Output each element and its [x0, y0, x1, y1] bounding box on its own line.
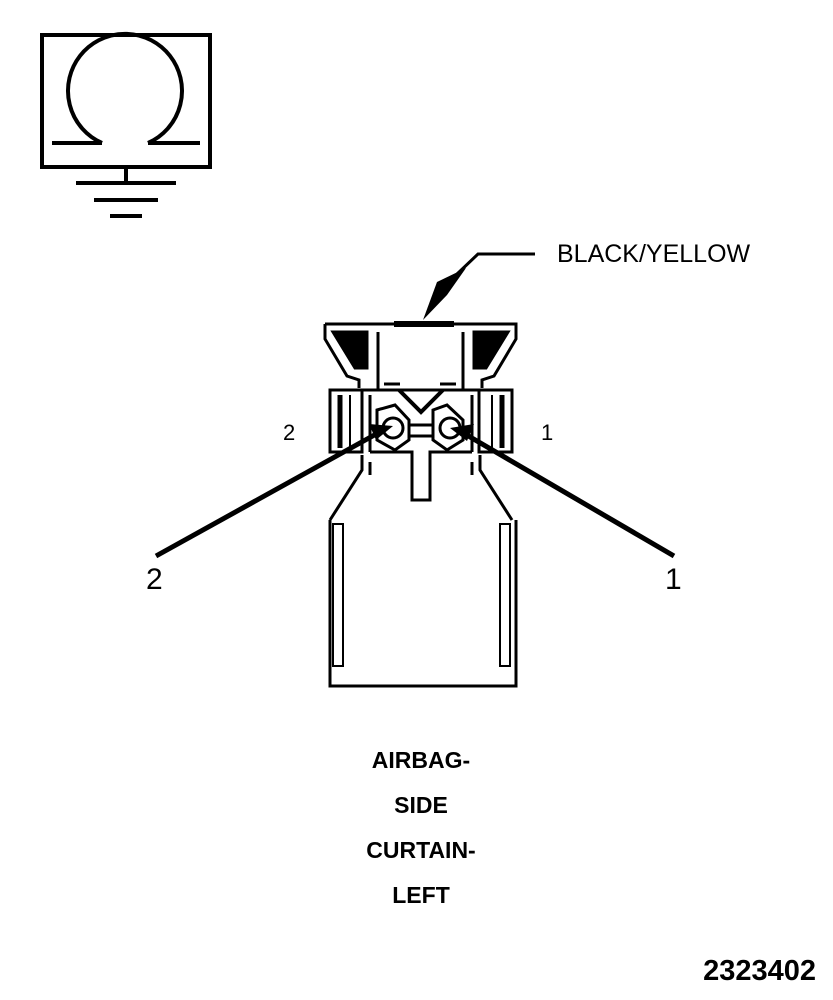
callout-leader-lines [154, 424, 676, 559]
figure-id: 2323402 [703, 955, 816, 987]
cavity-label-2: 2 [283, 420, 296, 445]
leader-line-pin-2 [154, 430, 380, 559]
connector-caption: AIRBAG- SIDE CURTAIN- LEFT [321, 738, 521, 918]
caption-line: AIRBAG- [371, 747, 471, 773]
cavity-label-1: 1 [541, 420, 554, 445]
ohmmeter-ground-icon [40, 31, 212, 218]
leader-arrowhead-pin-2 [369, 424, 393, 440]
leader-line-pin-1 [463, 431, 676, 559]
callout-label-1: 1 [665, 563, 682, 596]
caption-line: CURTAIN- [366, 837, 476, 863]
connector-body [323, 321, 518, 688]
caption-line: LEFT [392, 882, 450, 908]
wire-color-label: BLACK/YELLOW [557, 240, 751, 268]
callout-label-2: 2 [146, 563, 163, 596]
wire-color-pointer [423, 252, 535, 320]
caption-line: SIDE [394, 792, 448, 818]
leader-arrowhead-pin-1 [450, 424, 474, 441]
